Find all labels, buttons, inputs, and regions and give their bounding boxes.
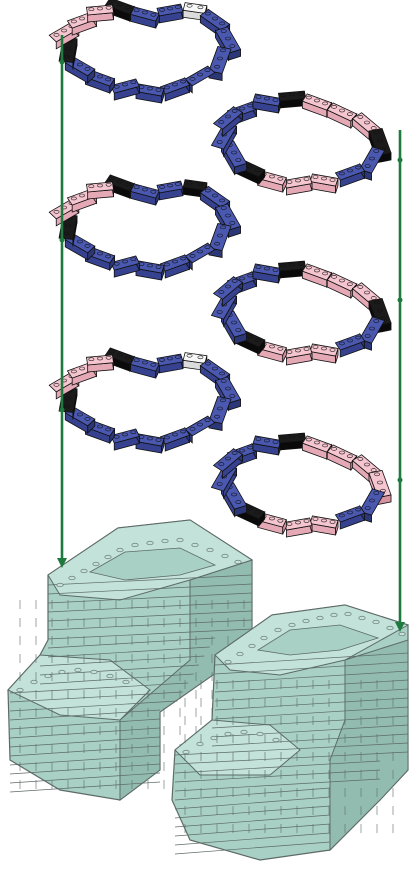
blue-brick [136,261,164,280]
blue-brick [157,4,183,23]
arrow-pass-point [60,238,65,243]
pink-brick [310,516,338,535]
blue-brick [209,46,231,80]
blue-brick [136,84,164,103]
stud [261,636,267,640]
arrow-pass-point [60,408,65,413]
stud [225,660,231,664]
arrow-pass-point [60,60,65,65]
stud [235,560,241,564]
stud [289,623,295,627]
stud [241,730,247,734]
stud [132,543,138,547]
blue-brick [131,357,160,378]
assembled-structures [8,520,408,860]
blue-brick [209,223,231,257]
stud [147,541,153,545]
stud [237,652,243,656]
stud [275,628,281,632]
stud [303,619,309,623]
blue-brick [335,164,364,187]
stud [117,548,123,552]
stud [222,554,228,558]
pink-brick [310,344,338,363]
black-brick [278,261,305,278]
blue-brick [209,396,231,430]
stud [331,613,337,617]
pink-brick [86,182,113,199]
stud [225,732,231,736]
pink-brick [86,355,113,372]
stud [91,670,97,674]
stud [345,612,351,616]
blue-brick [160,255,189,278]
right-ring-layer-3 [211,433,391,537]
stud [59,670,65,674]
left-ring-layer-2 [49,175,240,280]
black-brick [278,433,305,450]
stud [162,539,168,543]
blue-brick [160,78,189,101]
stud [105,555,111,559]
stud [57,583,63,587]
stud [211,736,217,740]
stud [192,543,198,547]
stud [93,562,99,566]
blue-brick [335,506,364,529]
stud [17,688,23,692]
stud [273,738,279,742]
brick-layer-rings [49,0,391,537]
blue-brick [157,354,183,373]
blue-brick [253,94,281,113]
pink-brick [86,5,113,22]
arrow-pass-point [398,158,403,163]
right-ring-layer-1 [211,91,391,195]
pink-brick [284,518,312,537]
stud [257,732,263,736]
pink-brick [284,176,312,195]
black-brick [278,91,305,108]
stud [31,680,37,684]
stud [69,576,75,580]
pink-brick [284,346,312,365]
stud [359,616,365,620]
blue-brick [131,7,160,28]
stud [249,644,255,648]
blue-brick [335,334,364,357]
blue-brick [131,184,160,205]
stud [197,742,203,746]
stud [373,620,379,624]
blue-brick [157,181,183,200]
blue-brick [214,107,243,137]
stud [75,668,81,672]
blue-brick [253,264,281,283]
stud [387,626,393,630]
blue-brick [136,434,164,453]
left-assembly-arrow [57,35,67,568]
stud [81,569,87,573]
right-ring-layer-2 [211,261,391,365]
stud [207,548,213,552]
right-assembly-arrow [395,130,405,632]
stud [317,616,323,620]
left-ring-layer-1 [49,0,240,103]
pink-brick [310,174,338,193]
stud [123,680,129,684]
arrow-pass-point [398,478,403,483]
blue-brick [253,436,281,455]
left-ring-layer-3 [49,348,240,453]
arrow-pass-point [398,298,403,303]
blue-brick [160,428,189,451]
stud [183,750,189,754]
stud [107,674,113,678]
blue-brick [214,277,243,307]
blue-brick [214,449,243,479]
stud [45,674,51,678]
stud [399,632,405,636]
stud [177,538,183,542]
